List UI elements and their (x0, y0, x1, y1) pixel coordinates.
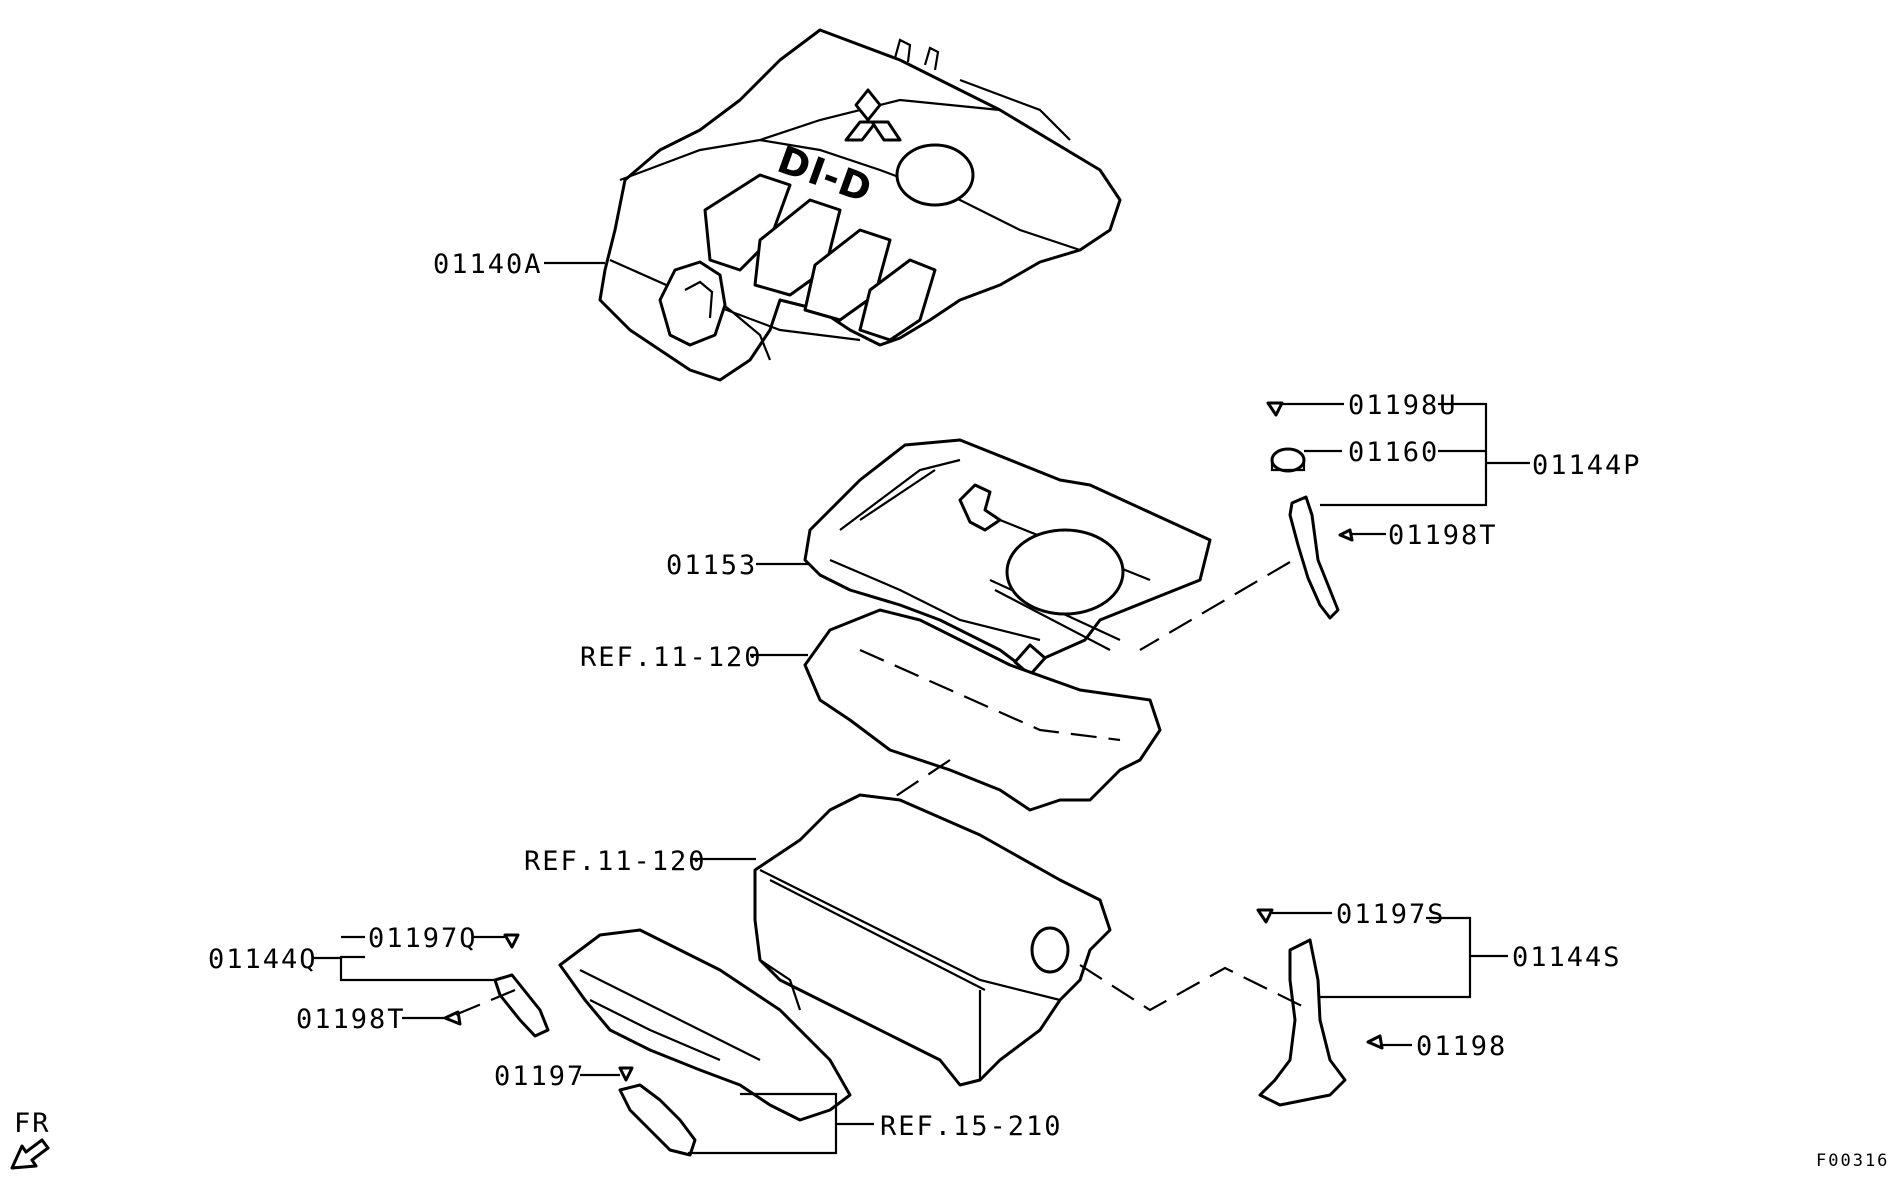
dash-bracket-p-to-cover (1139, 561, 1291, 651)
dash-head-to-bracket-s (1079, 964, 1311, 1012)
label-rocker-cover-ref: REF.11-120 (580, 642, 763, 673)
direction-label: FR (14, 1108, 51, 1139)
bracket-intake[interactable] (618, 1066, 697, 1157)
cylinder-head[interactable] (753, 793, 1112, 1087)
label-grommet: 01160 (1348, 437, 1439, 468)
bracket-p[interactable] (1266, 401, 1354, 620)
intake-manifold[interactable] (558, 928, 852, 1122)
label-bolt-right: 01198 (1416, 1031, 1507, 1062)
label-bolt-t-right: 01198T (1388, 520, 1498, 551)
engine-cover[interactable]: DI-D (598, 28, 1122, 382)
bracket-s[interactable] (1256, 908, 1384, 1107)
label-bolt-t-left: 01198T (296, 1004, 406, 1035)
label-intake-ref: REF.15-210 (880, 1111, 1063, 1142)
dash-rocker-to-head (889, 759, 951, 801)
leader-lines (312, 261, 1530, 1155)
figure-code: F00316 (1816, 1151, 1889, 1171)
label-cylinder-head-ref: REF.11-120 (524, 846, 707, 877)
label-bolt-s: 01197S (1336, 899, 1446, 930)
label-bolt-u: 01198U (1348, 390, 1458, 421)
label-bracket-s: 01144S (1512, 942, 1622, 973)
insulator-panel[interactable] (803, 438, 1212, 677)
label-bracket-q: 01144Q (208, 944, 318, 975)
label-insulator: 01153 (666, 550, 757, 581)
front-arrow-icon (10, 1138, 50, 1170)
label-engine-cover: 01140A (433, 249, 543, 280)
rocker-cover[interactable] (803, 608, 1162, 812)
label-bracket-p: 01144P (1532, 450, 1642, 481)
dash-bracket-q (454, 988, 516, 1017)
label-bolt-q: 01197Q (368, 923, 478, 954)
label-bolt-left: 01197 (494, 1061, 585, 1092)
